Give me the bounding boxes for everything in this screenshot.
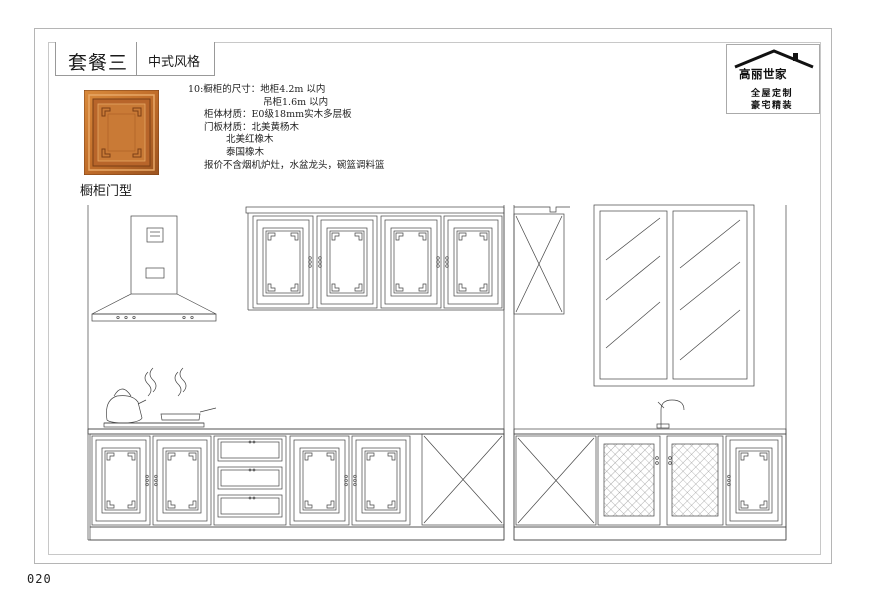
base-cabinet-door	[289, 435, 350, 526]
base-cabinet-door	[351, 435, 411, 526]
door-caption: 橱柜门型	[80, 184, 133, 199]
countertop-left	[87, 428, 505, 435]
spec-line: 10:橱柜的尺寸：地柜4.2m 以内	[188, 84, 326, 95]
wall-cabinet-crown	[245, 206, 505, 214]
faucet	[660, 399, 685, 428]
door-sample-image	[84, 90, 159, 175]
sink-door-left	[597, 435, 661, 526]
spec-line: 报价不含烟机炉灶，水盆龙头，碗篮调料篮	[204, 159, 385, 171]
kettle	[106, 395, 143, 424]
cooktop	[103, 422, 205, 428]
package-title: 套餐三	[68, 52, 129, 74]
logo-slogan-1: 全屋定制	[751, 89, 794, 99]
window-frame	[593, 204, 755, 387]
spec-line: 柜体材质：E0级18mm实木多层板	[204, 109, 352, 121]
brand-logo: 高丽世家 全屋定制 豪宅精装	[726, 44, 820, 114]
wall-cabinet-door	[316, 215, 378, 309]
frying-pan	[160, 413, 201, 421]
toe-kick-right	[513, 526, 787, 541]
wall-cabinet-door	[380, 215, 442, 309]
wall-cabinet-door	[252, 215, 314, 309]
countertop-right	[513, 428, 787, 435]
corner-cabinet-left	[421, 433, 505, 526]
hood-control-panel	[146, 227, 164, 243]
spec-list: 10:橱柜的尺寸：地柜4.2m 以内 吊柜1.6m 以内 柜体材质：E0级18m…	[188, 84, 385, 172]
style-title: 中式风格	[148, 55, 201, 70]
spec-line: 泰国橡木	[226, 146, 265, 158]
base-cabinet-door	[152, 435, 212, 526]
house-roof-icon	[734, 49, 814, 69]
spec-line: 吊柜1.6m 以内	[263, 96, 329, 108]
title-block: 套餐三 中式风格	[55, 42, 215, 76]
sink-door-right	[666, 435, 724, 526]
spec-line: 门板材质：北美黄杨木	[204, 121, 300, 133]
sheet-inner-frame	[48, 42, 821, 555]
range-hood-canopy	[91, 293, 217, 315]
sheet-outer-frame	[34, 28, 832, 564]
wall-cabinet-door	[443, 215, 503, 309]
spec-line: 北美红橡木	[226, 134, 274, 146]
page-number: 020	[27, 572, 52, 586]
title-divider	[136, 42, 137, 75]
logo-brand-name: 高丽世家	[739, 67, 787, 81]
toe-kick-left	[89, 526, 505, 541]
corner-upper-cabinet-right	[513, 213, 565, 315]
logo-slogan-2: 豪宅精装	[751, 101, 794, 111]
corner-base-cabinet-right	[515, 435, 597, 526]
range-hood-chimney	[130, 215, 178, 295]
base-cabinet-door	[91, 435, 151, 526]
base-cabinet-door	[725, 435, 783, 526]
